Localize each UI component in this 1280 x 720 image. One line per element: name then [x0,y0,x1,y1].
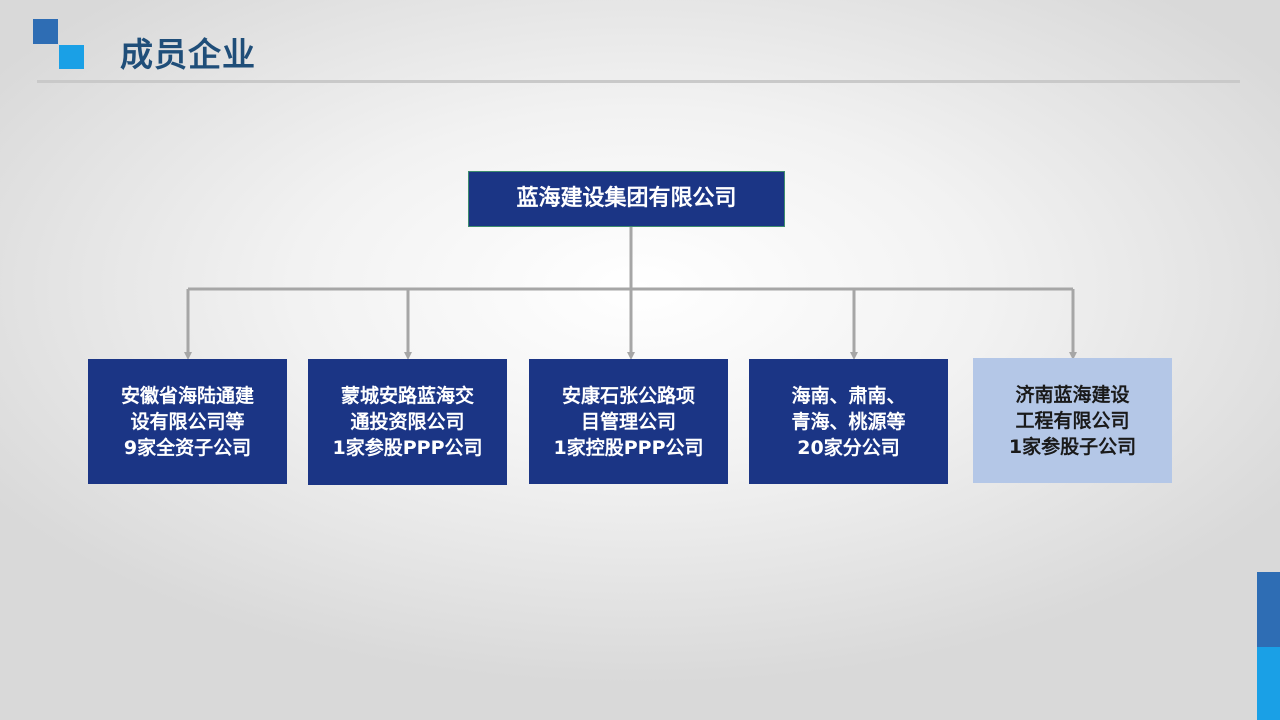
root-node: 蓝海建设集团有限公司 [468,171,785,227]
root-node-label: 蓝海建设集团有限公司 [516,186,737,211]
child-node-4-line-3: 20家分公司 [797,436,900,459]
corner-accent-dark [1257,572,1280,647]
child-node-1: 安徽省海陆通建 设有限公司等 9家全资子公司 [88,359,287,484]
corner-accent-light [1257,647,1280,720]
child-node-1-line-3: 9家全资子公司 [123,436,252,459]
child-node-4-line-1: 海南、肃南、 [791,384,906,407]
child-node-1-line-2: 设有限公司等 [130,410,245,433]
child-node-4: 海南、肃南、 青海、桃源等 20家分公司 [749,359,948,484]
logo-square-light [59,45,84,69]
child-node-3-line-3: 1家控股PPP公司 [553,436,704,459]
child-node-2-line-3: 1家参股PPP公司 [332,437,483,459]
child-node-4-line-2: 青海、桃源等 [791,410,906,433]
child-node-2: 蒙城安路蓝海交 通投资限公司 1家参股PPP公司 [308,359,507,485]
logo-square-dark [33,19,58,44]
child-node-3: 安康石张公路项 目管理公司 1家控股PPP公司 [529,359,728,484]
child-node-5-line-2: 工程有限公司 [1015,409,1130,432]
child-node-3-line-1: 安康石张公路项 [561,384,695,407]
child-node-5-line-3: 1家参股子公司 [1008,435,1137,458]
title-divider [37,80,1240,83]
child-node-3-line-2: 目管理公司 [580,410,676,433]
page-title: 成员企业 [120,35,256,74]
child-node-5: 济南蓝海建设 工程有限公司 1家参股子公司 [973,358,1172,483]
child-node-1-line-1: 安徽省海陆通建 [120,384,254,407]
child-node-2-line-1: 蒙城安路蓝海交 [340,385,474,407]
child-node-5-line-1: 济南蓝海建设 [1015,383,1130,406]
child-node-2-line-2: 通投资限公司 [350,411,465,433]
